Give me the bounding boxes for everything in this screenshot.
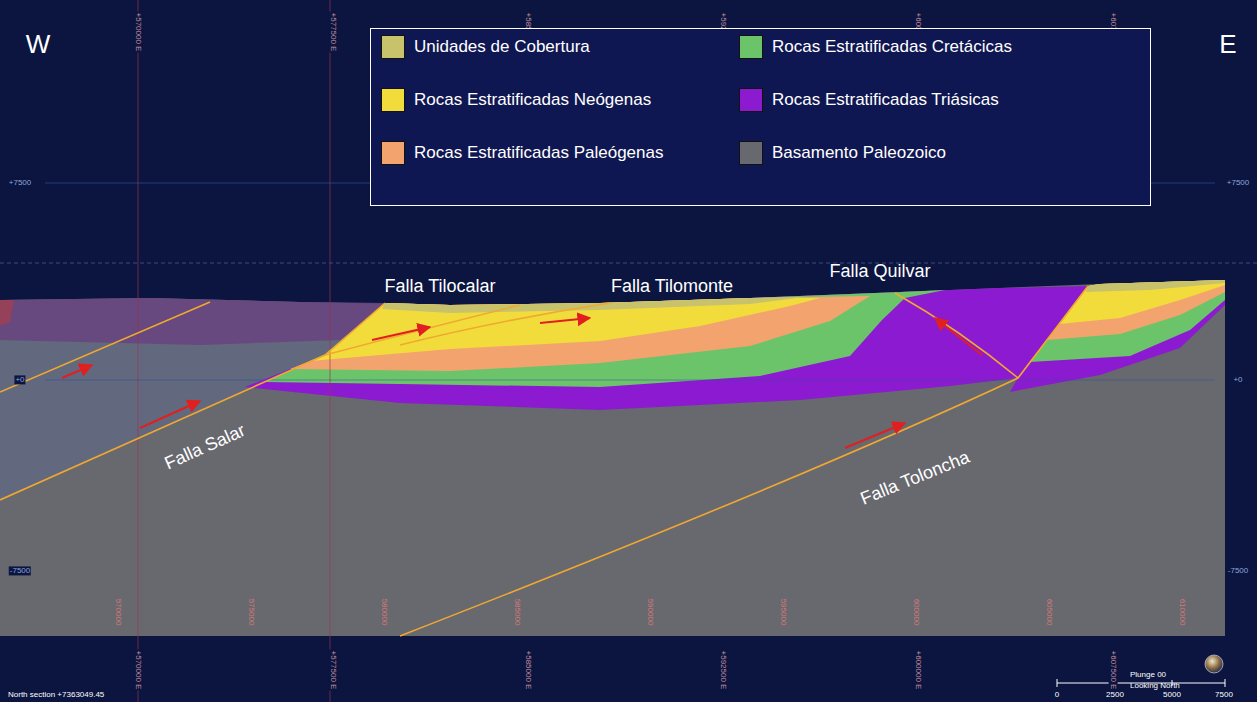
grid-label: 585000 <box>512 599 521 626</box>
grid-label: 575000 <box>246 599 255 626</box>
legend-entry: Rocas Estratificadas Cretácicas <box>739 35 1012 59</box>
legend-entry: Rocas Estratificadas Paleógenas <box>381 141 663 165</box>
easting-label: +600000 E <box>913 650 922 691</box>
grid-label: 600000 <box>911 599 920 626</box>
slip-arrow <box>372 327 430 340</box>
west-surface-layer <box>0 298 385 345</box>
scale-number: 7500 <box>1215 690 1233 699</box>
legend-text: Rocas Estratificadas Cretácicas <box>772 37 1012 57</box>
legend-entry: Unidades de Cobertura <box>381 35 590 59</box>
legend-swatch <box>381 35 405 59</box>
fault-name: Falla Tilomonte <box>611 276 733 297</box>
grid-label: 605000 <box>1044 599 1053 626</box>
paleogene-layer <box>290 296 870 371</box>
easting-label: +607500 E <box>1108 650 1117 691</box>
legend-swatch <box>381 141 405 165</box>
easting-line <box>138 0 139 702</box>
legend-entry: Rocas Estratificadas Triásicas <box>739 88 999 112</box>
legend-text: Rocas Estratificadas Triásicas <box>772 90 999 110</box>
slip-arrow <box>845 423 905 448</box>
legend-box: Unidades de CoberturaRocas Estratificada… <box>370 28 1151 206</box>
easting-label: +577500 E <box>328 650 337 691</box>
fault-line <box>400 286 1088 636</box>
view-note: Looking North <box>1130 681 1180 690</box>
legend-swatch <box>381 88 405 112</box>
slip-arrow <box>540 318 590 323</box>
grid-label: 590000 <box>645 599 654 626</box>
legend-text: Rocas Estratificadas Paleógenas <box>414 143 663 163</box>
easting-label: +592500 E <box>718 650 727 691</box>
triassic-layer <box>245 286 1088 410</box>
west-red-patch <box>0 300 14 326</box>
west-block <box>0 298 385 500</box>
easting-label: +577500 E <box>328 12 337 53</box>
elevation-label: -7500 <box>9 566 31 575</box>
compass-letter: E <box>1219 30 1236 60</box>
grid-label: 595000 <box>778 599 787 626</box>
east-paleogene <box>1047 280 1225 340</box>
elevation-label: -7500 <box>1227 566 1249 575</box>
fault-line <box>895 293 1018 378</box>
legend-swatch <box>739 88 763 112</box>
legend-text: Unidades de Cobertura <box>414 37 590 57</box>
slip-arrow <box>62 365 92 378</box>
cretaceous-layer <box>265 290 945 387</box>
east-neogene <box>1059 280 1225 324</box>
fault-line <box>325 305 520 355</box>
fault-name: Falla Tilocalar <box>384 276 495 297</box>
elevation-label: +7500 <box>1226 178 1250 187</box>
fault-lines <box>0 286 1088 636</box>
scale-number: 2500 <box>1106 690 1124 699</box>
grid-label: 580000 <box>379 599 388 626</box>
grid-label: 570000 <box>113 599 122 626</box>
east-cretaceous <box>1030 280 1225 362</box>
view-note: Plunge 00 <box>1130 670 1166 679</box>
legend-text: Rocas Estratificadas Neógenas <box>414 90 651 110</box>
grid-label: 610000 <box>1177 599 1186 626</box>
easting-label: +585000 E <box>523 650 532 691</box>
basement-rock <box>0 280 1225 636</box>
fault-line <box>400 303 610 345</box>
movement-arrows <box>62 318 982 448</box>
scale-number: 5000 <box>1163 690 1181 699</box>
legend-swatch <box>739 141 763 165</box>
zero-level-line <box>45 380 1215 381</box>
easting-label: +570000 E <box>133 12 142 53</box>
east-cover <box>1086 280 1225 292</box>
legend-swatch <box>739 35 763 59</box>
legend-entry: Basamento Paleozoico <box>739 141 946 165</box>
neogene-layer <box>310 298 820 361</box>
elevation-label: +7500 <box>8 178 32 187</box>
elevation-label: +0 <box>14 375 25 384</box>
section-note: North section +7363049.45 <box>8 690 104 699</box>
orientation-globe <box>1205 655 1223 673</box>
legend-text: Basamento Paleozoico <box>772 143 946 163</box>
elevation-label: +0 <box>1232 375 1243 384</box>
fault-line <box>0 303 385 500</box>
slip-arrow <box>935 318 982 355</box>
east-triassic <box>1010 280 1225 392</box>
slip-arrow <box>140 401 200 428</box>
legend-entry: Rocas Estratificadas Neógenas <box>381 88 651 112</box>
fault-name: Falla Quilvar <box>829 261 930 282</box>
scale-number: 0 <box>1055 690 1059 699</box>
compass-letter: W <box>26 30 51 60</box>
fault-line <box>0 302 210 392</box>
easting-label: +570000 E <box>133 650 142 691</box>
